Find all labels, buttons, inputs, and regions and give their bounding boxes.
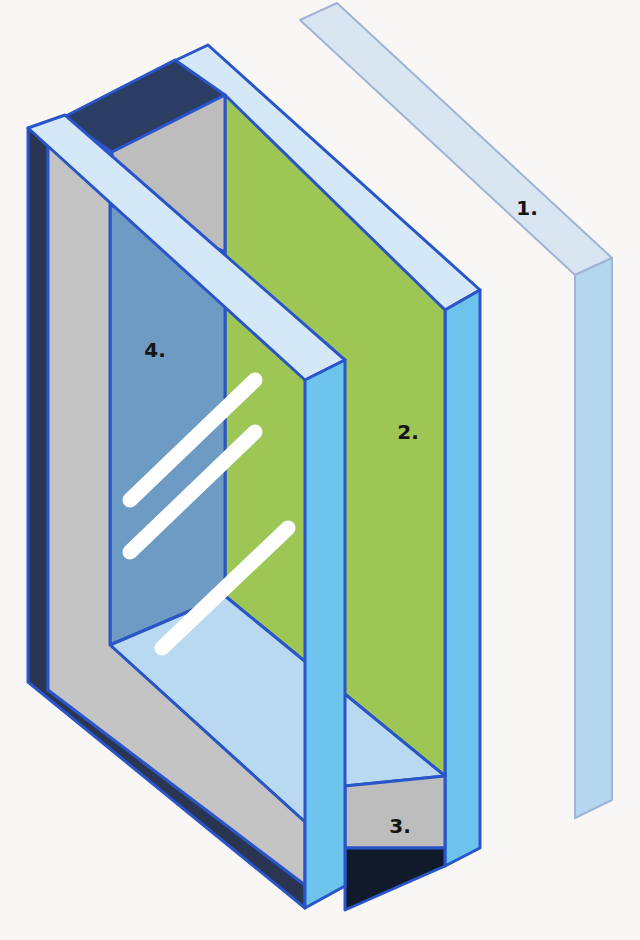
loose-pane-face [575, 258, 612, 818]
glazing-unit [28, 3, 612, 910]
front-pane-edge [305, 360, 345, 908]
callout-number: 3. [389, 815, 411, 837]
sealant [345, 848, 445, 910]
callout-number: 4. [144, 339, 166, 361]
glass-reflections [130, 380, 288, 648]
callout-number: 1. [516, 197, 538, 219]
reflection-line [162, 528, 288, 648]
reflection-line [130, 432, 255, 552]
front-pane-top [28, 115, 345, 380]
bottom-spacer [345, 776, 445, 848]
back-pane-edge [445, 290, 480, 866]
callout-number: 2. [397, 421, 419, 443]
